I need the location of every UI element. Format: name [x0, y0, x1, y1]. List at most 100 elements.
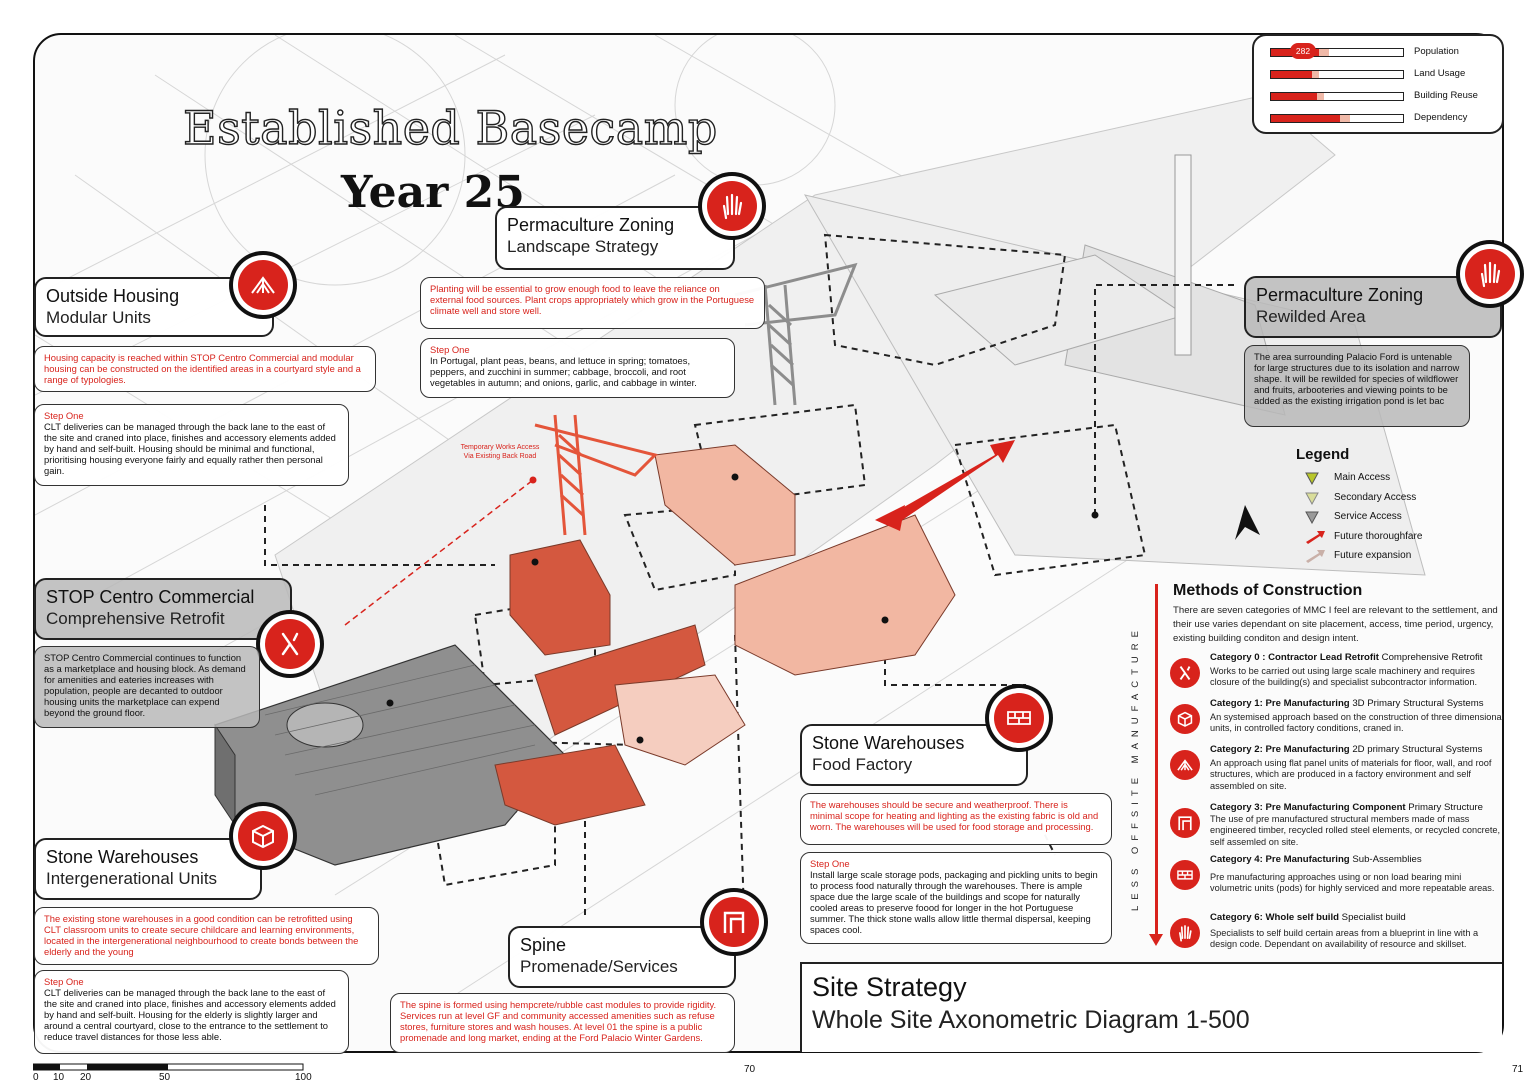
- scale-tick: 50: [159, 1072, 171, 1083]
- label-permaculture-landscape: Permaculture Zoning Landscape Strategy: [495, 206, 735, 270]
- label-outside-housing: Outside Housing Modular Units: [34, 277, 274, 337]
- zone-subtitle: Promenade/Services: [520, 957, 678, 976]
- category-head: Category 0 : Contractor Lead Retrofit: [1210, 652, 1379, 663]
- zone-subtitle: Rewilded Area: [1256, 307, 1366, 326]
- note-spine: The spine is formed using hempcrete/rubb…: [390, 993, 735, 1053]
- badge-permaculture-landscape: [698, 172, 766, 240]
- tools-icon: [281, 632, 299, 656]
- site-strategy-title: Site Strategy: [812, 972, 967, 1002]
- category-sub: Sub-Assemblies: [1352, 854, 1422, 865]
- page-number-left: 70: [744, 1064, 756, 1075]
- hand-icon: [722, 193, 743, 220]
- bricks-icon: [1170, 860, 1200, 890]
- label-spine: Spine Promenade/Services: [508, 926, 736, 988]
- zone-title: Permaculture Zoning: [507, 215, 675, 235]
- category-body: An approach using flat panel units of ma…: [1210, 758, 1492, 791]
- pale-arrow-icon: [1306, 550, 1325, 563]
- cube-icon: [252, 824, 274, 849]
- meter-land-usage: Land Usage: [1270, 68, 1492, 80]
- note-stone-intergenerational: The existing stone warehouses in a good …: [34, 907, 379, 965]
- category-sub: Specialist build: [1341, 912, 1406, 923]
- legend-label: Secondary Access: [1334, 491, 1417, 503]
- category-sub: 3D Primary Structural Systems: [1352, 698, 1484, 709]
- page-number-right: 71: [1512, 1064, 1524, 1075]
- hand-icon: [1480, 261, 1501, 288]
- category-head: Category 4: Pre Manufacturing: [1210, 854, 1350, 865]
- note-stone-food: The warehouses should be secure and weat…: [800, 793, 1112, 845]
- category-head: Category 3: Pre Manufacturing Component: [1210, 802, 1406, 813]
- category-sub: Comprehensive Retrofit: [1381, 652, 1483, 663]
- frame-icon: [723, 911, 745, 933]
- cube-icon: [1170, 704, 1200, 734]
- meter-label: Building Reuse: [1414, 90, 1478, 101]
- category-head: Category 2: Pre Manufacturing: [1210, 744, 1350, 755]
- legend-item-future-expansion: Future expansion: [1296, 550, 1496, 570]
- badge-permaculture-rewilded: [1456, 240, 1524, 308]
- year-title: Year 25: [341, 167, 525, 218]
- category-sub: 2D primary Structural Systems: [1352, 744, 1483, 755]
- legend-label: Service Access: [1334, 511, 1402, 522]
- category-head: Category 1: Pre Manufacturing: [1210, 698, 1350, 709]
- meter-pale: [1339, 115, 1351, 122]
- legend-title: Legend: [1296, 446, 1350, 463]
- scale-tick: 0: [33, 1072, 39, 1083]
- legend-label: Future thoroughfare: [1334, 530, 1423, 542]
- meter-label: Land Usage: [1414, 68, 1466, 79]
- bricks-icon: [1007, 711, 1031, 725]
- page-frame: Established Basecamp Year 25: [33, 33, 1504, 1053]
- secondary-access-icon: [1305, 492, 1319, 505]
- step-body: CLT deliveries can be managed through th…: [44, 987, 336, 1042]
- service-access-icon: [1305, 511, 1319, 524]
- category-head: Category 6: Whole self build: [1210, 912, 1339, 923]
- note-outside-housing: Housing capacity is reached within STOP …: [34, 346, 376, 392]
- red-arrow-icon: [1306, 530, 1325, 544]
- offsite-arrow: [1155, 584, 1158, 940]
- zone-subtitle: Landscape Strategy: [507, 237, 659, 256]
- main-access-icon: [1305, 472, 1319, 485]
- zone-subtitle: Modular Units: [46, 308, 151, 327]
- badge-stop-centro: [256, 610, 324, 678]
- step-heading: Step One: [44, 976, 84, 987]
- zone-subtitle: Comprehensive Retrofit: [46, 609, 225, 628]
- meter-building-reuse: Building Reuse: [1270, 90, 1492, 102]
- zone-title: Stone Warehouses: [46, 847, 199, 867]
- population-badge: 282: [1290, 43, 1316, 59]
- zone-title: Permaculture Zoning: [1256, 285, 1424, 305]
- axonometric-diagram: [35, 35, 1426, 996]
- frame-icon: [1170, 808, 1200, 838]
- offsite-scale-label: LESS OFFSITE MANUFACTURE: [1130, 625, 1141, 911]
- legend-label: Main Access: [1334, 472, 1391, 483]
- meter-pale: [1318, 49, 1330, 56]
- scale-bar: 0 10 20 50 100: [32, 1060, 323, 1083]
- zone-title: Spine: [520, 935, 567, 955]
- category-body: The use of pre manufactured structural m…: [1210, 814, 1501, 847]
- site-strategy-title-block: Site Strategy Whole Site Axonometric Dia…: [800, 962, 1502, 1052]
- step-stone-food: Step One Install large scale storage pod…: [800, 852, 1112, 944]
- scale-tick: 10: [53, 1072, 65, 1083]
- main-title: Established Basecamp: [182, 100, 718, 155]
- step-body: Install large scale storage pods, packag…: [810, 869, 1098, 935]
- category-sub: Primary Structure: [1408, 802, 1483, 813]
- zone-subtitle: Intergenerational Units: [46, 869, 218, 888]
- zone-title: Stone Warehouses: [812, 733, 965, 753]
- tools-icon: [1170, 658, 1200, 688]
- meter-label: Population: [1414, 46, 1459, 57]
- meter-pale: [1317, 93, 1324, 100]
- scale-bar-graphic: [32, 1063, 304, 1071]
- meter-fill: [1271, 93, 1318, 100]
- methods-intro: There are seven categories of MMC I feel…: [1173, 605, 1498, 644]
- category-body: Works to be carried out using large scal…: [1210, 666, 1478, 688]
- scale-tick: 20: [80, 1072, 92, 1083]
- meter-label: Dependency: [1414, 112, 1468, 123]
- note-permaculture-rewilded: The area surrounding Palacio Ford is unt…: [1244, 345, 1470, 427]
- offsite-arrow-head: [1149, 934, 1163, 946]
- category-body: Specialists to self build certain areas …: [1210, 928, 1479, 950]
- meter-dependency: Dependency: [1270, 112, 1492, 124]
- badge-stone-intergenerational: [229, 802, 297, 870]
- meter-pale: [1311, 71, 1319, 78]
- meter-population: 282 Population: [1270, 43, 1492, 59]
- step-heading: Step One: [430, 344, 470, 355]
- step-stone-intergenerational: Step One CLT deliveries can be managed t…: [34, 970, 349, 1054]
- step-body: CLT deliveries can be managed through th…: [44, 421, 336, 476]
- legend-item-main-access: Main Access: [1296, 472, 1496, 492]
